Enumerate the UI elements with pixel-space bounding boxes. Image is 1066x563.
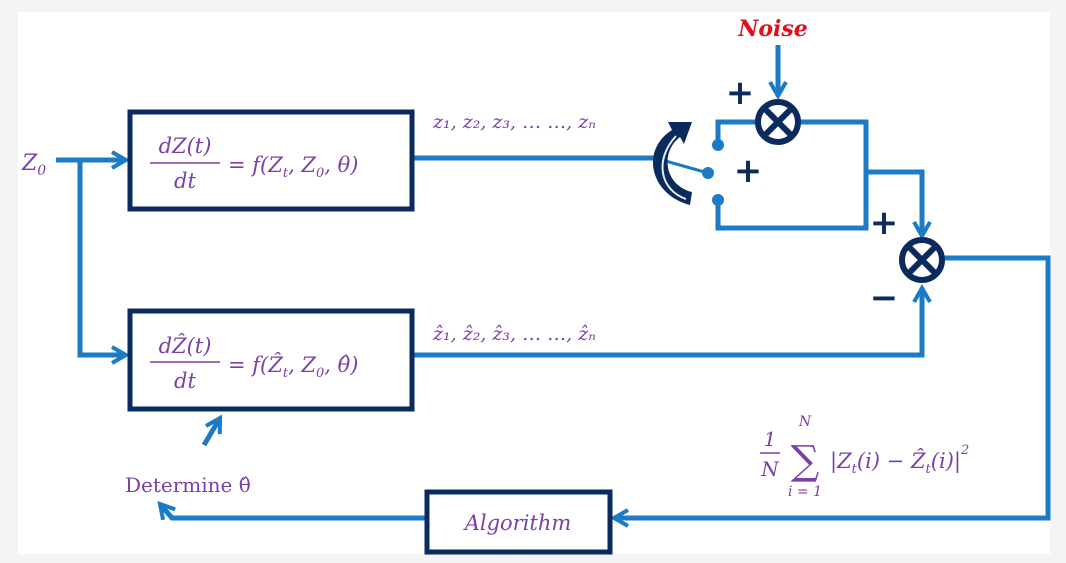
switch-contact-1 [712,139,724,151]
svg-text:Algorithm: Algorithm [463,511,572,535]
algorithm-output-line [157,500,427,521]
error-summer-icon [899,237,945,283]
loss-formula: 1 N N ∑ i = 1 |Zt(i) − Ẑt(i)|2 [760,414,969,500]
svg-text:∑: ∑ [791,438,820,484]
algorithm-block: Algorithm [424,489,613,555]
noise-label: Noise [737,16,808,42]
minus-sign-sum: − [870,278,899,318]
estimated-model-rhs: = f(Ẑt, Z0, θ̂) [228,353,358,381]
svg-text:dẐ(t): dẐ(t) [159,334,212,358]
svg-text:N: N [798,414,812,430]
noise-summer-icon [755,99,801,145]
estimated-model-block: dẐ(t) dt = f(Ẑt, Z0, θ̂) [127,308,415,412]
canvas [18,12,1050,554]
svg-text:dZ(t): dZ(t) [159,134,212,158]
clean-branch-line [715,119,869,231]
noise-branch-line [715,119,756,145]
true-output-label: z₁, z₂, z₃, … …, zₙ [432,111,596,133]
true-model-block: dZ(t) dt = f(Zt, Z0, θ) [127,109,415,212]
sum-plus-arrow [866,169,932,241]
error-line [609,255,1051,528]
true-model-rhs: = f(Zt, Z0, θ) [228,153,358,181]
switch-contact-2 [702,167,714,179]
svg-text:N: N [760,457,780,481]
svg-text:i = 1: i = 1 [788,484,822,500]
update-arrow [201,414,223,447]
svg-text:dt: dt [174,169,196,193]
plus-sign-noise: + [726,73,755,113]
input-arrow-bottom [77,160,131,365]
estimated-output-label: ẑ₁, ẑ₂, ẑ₃, … …, ẑₙ [432,323,596,345]
determine-theta-label: Determine θ̂ [125,473,251,497]
plus-sign-switch: + [734,151,763,191]
est-output-line [414,283,932,358]
plus-sign-sum: + [870,203,899,243]
switch-contact-3 [712,194,724,206]
svg-text:|Zt(i) − Ẑt(i)|2: |Zt(i) − Ẑt(i)|2 [830,443,969,477]
svg-text:1: 1 [764,427,777,451]
svg-text:dt: dt [174,369,196,393]
input-label: Z0 [21,151,46,179]
switch-rotate-icon [652,122,692,205]
